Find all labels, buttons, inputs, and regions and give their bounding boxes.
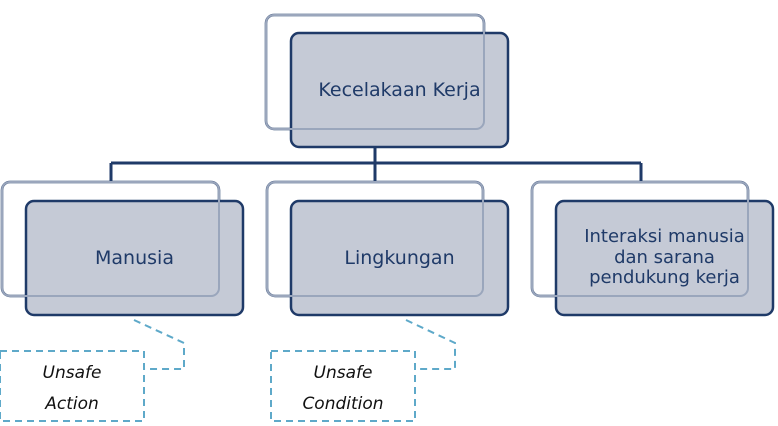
note-unsafe-condition <box>270 319 456 422</box>
child-node-interaksi-back-outline <box>531 181 749 297</box>
note-unsafe-action-text: Unsafe Action <box>0 358 144 420</box>
note-unsafe-condition-line2: Condition <box>302 394 384 414</box>
note-unsafe-condition-pointer <box>405 319 456 370</box>
child-node-lingkungan-front <box>289 199 510 317</box>
root-node-back-outline <box>265 14 485 130</box>
note-unsafe-condition-box <box>270 350 416 422</box>
note-unsafe-action-line2: Action <box>45 394 99 414</box>
connectors <box>109 146 643 182</box>
child-node-lingkungan-label: Lingkungan <box>344 246 455 269</box>
child-node-manusia <box>0 180 245 317</box>
child-node-manusia-label: Manusia <box>95 246 174 269</box>
root-node-label: Kecelakaan Kerja <box>318 78 481 101</box>
note-unsafe-condition-text: Unsafe Condition <box>271 358 415 420</box>
child-node-interaksi-front <box>554 199 775 317</box>
note-unsafe-action-line1: Unsafe <box>42 363 102 383</box>
note-unsafe-action-box <box>0 350 145 422</box>
note-unsafe-action <box>0 319 185 422</box>
child-node-interaksi <box>530 180 775 317</box>
child-node-lingkungan-back-outline <box>266 181 484 297</box>
child-node-interaksi-label: Interaksi manusia dan sarana pendukung k… <box>584 225 745 289</box>
note-unsafe-condition-line1: Unsafe <box>313 363 373 383</box>
child-node-manusia-front <box>24 199 245 317</box>
child-node-manusia-back-outline <box>1 181 220 297</box>
root-node <box>264 13 510 149</box>
root-node-front <box>289 31 510 149</box>
child-node-lingkungan <box>265 180 510 317</box>
note-unsafe-action-pointer <box>133 319 185 370</box>
